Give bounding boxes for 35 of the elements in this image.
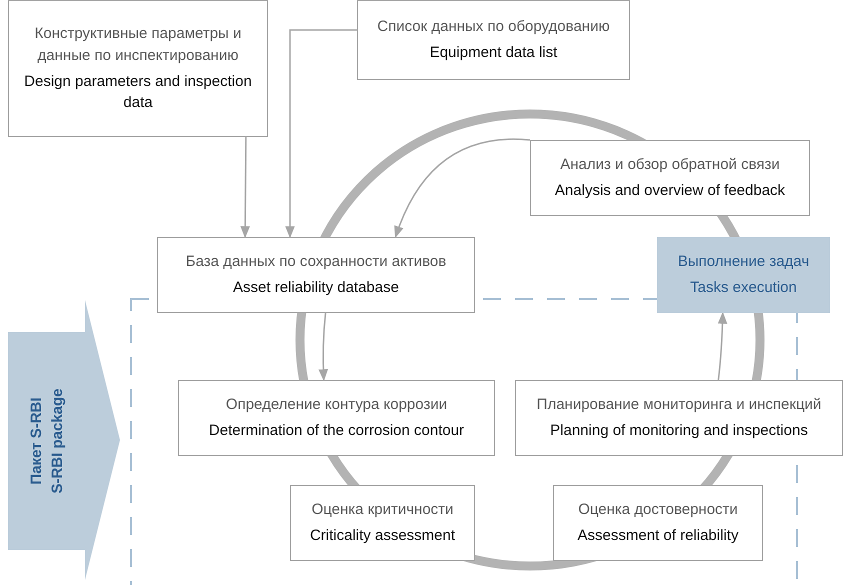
- process-box: [290, 485, 475, 561]
- russian-label: Планирование мониторинга и инспекций: [536, 395, 822, 416]
- arrow: [718, 312, 728, 380]
- process-box: [178, 380, 495, 456]
- russian-label: Оценка критичности: [312, 500, 454, 520]
- arrow: [285, 29, 357, 238]
- russian-label: Список данных по оборудованию: [377, 17, 610, 38]
- process-box: [157, 237, 475, 313]
- package-label: S-RBI package: [48, 388, 67, 494]
- english-label: Tasks execution: [690, 278, 797, 298]
- english-label: Asset reliability database: [233, 278, 399, 298]
- process-box: [8, 0, 268, 137]
- russian-label: Анализ и обзор обратной связи: [560, 155, 780, 176]
- english-label: Design parameters and inspection data: [23, 72, 253, 114]
- russian-label: Оценка достоверности: [578, 500, 738, 520]
- russian-label: Конструктивные параметры и данные по инспектированию: [34, 24, 242, 66]
- arrow: [394, 138, 530, 238]
- english-label: Determination of the corrosion contour: [208, 421, 464, 441]
- english-label: Planning of monitoring and inspections: [550, 421, 808, 441]
- process-box: [515, 380, 843, 456]
- russian-label: База данных по сохранности активов: [186, 252, 446, 272]
- english-label: Analysis and overview of feedback: [554, 181, 786, 201]
- arrow: [240, 137, 250, 238]
- package-label: Пакет S-RBI: [27, 397, 46, 485]
- english-label: Equipment data list: [430, 43, 558, 63]
- package-arrow: [8, 300, 120, 580]
- process-box: [530, 140, 810, 216]
- arrow: [318, 312, 328, 382]
- english-label: Criticality assessment: [310, 526, 456, 546]
- english-label: Assessment of reliability: [578, 526, 738, 546]
- process-box: [553, 485, 763, 561]
- russian-label: Определение контура коррозии: [226, 395, 448, 416]
- process-box: [357, 0, 630, 80]
- russian-label: Выполнение задач: [678, 252, 810, 272]
- highlighted-step-box: [657, 237, 830, 313]
